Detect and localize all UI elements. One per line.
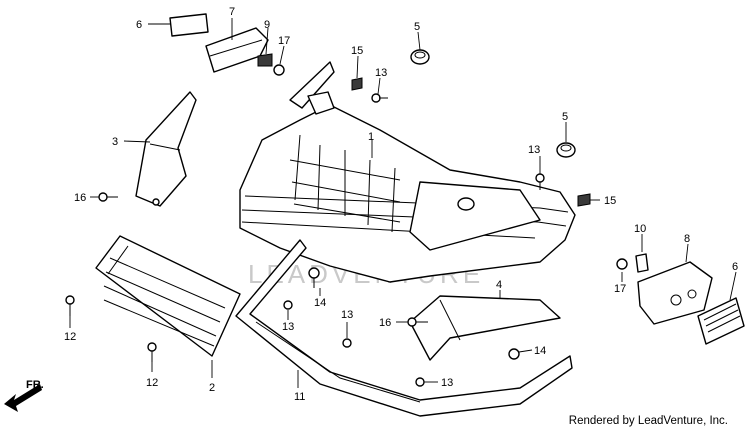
part-8-light-housing[interactable] [637,261,713,325]
footer-credit: Rendered by LeadVenture, Inc. [568,415,728,427]
callout-12-bottom: 12 [146,377,158,389]
callout-13-top: 13 [375,67,387,79]
callout-13-mid: 13 [341,309,353,321]
callout-12-left: 12 [64,331,76,343]
part-9-clip[interactable] [257,53,273,67]
callout-labels: 6 7 9 17 5 15 13 3 1 5 13 15 16 10 8 6 1… [64,6,738,403]
part-5-grommet-top[interactable] [410,49,430,65]
leader-lines [69,18,737,388]
callout-17-top: 17 [278,35,290,47]
bolt-16-b[interactable] [407,317,428,327]
callout-6-right: 6 [732,261,738,273]
bolt-16-a[interactable] [98,192,118,202]
bolt-12-a[interactable] [65,295,75,316]
part-6-lens-top[interactable] [169,13,209,37]
callout-5-top: 5 [414,21,420,33]
part-2-side-grille[interactable] [95,235,241,357]
callout-4: 4 [496,279,502,291]
callout-13-bottom: 13 [441,377,453,389]
callout-16-right: 16 [379,317,391,329]
callout-13-right: 13 [528,144,540,156]
bolt-12-b[interactable] [147,342,157,362]
bolt-13-c[interactable] [283,300,293,310]
part-7-light-housing[interactable] [205,27,269,73]
callout-7: 7 [229,6,235,18]
bolt-13-b[interactable] [535,173,545,190]
callout-1: 1 [368,131,374,143]
bolt-13-e[interactable] [415,377,425,387]
callout-17-right: 17 [614,283,626,295]
part-6-lens-right[interactable] [697,297,745,345]
part-11-lower-strip[interactable] [235,239,573,417]
callout-10: 10 [634,223,646,235]
callout-5-right: 5 [562,111,568,123]
part-10-bracket[interactable] [635,253,649,273]
callout-16-left: 16 [74,192,86,204]
bolt-14-b[interactable] [508,348,520,360]
direction-label: FR. [26,379,44,391]
bolt-13-a[interactable] [371,93,388,103]
callout-2: 2 [209,382,215,394]
callout-14-left: 14 [314,297,326,309]
part-5-grommet-right[interactable] [556,142,576,158]
bolt-13-d[interactable] [342,338,352,348]
callout-11: 11 [294,391,305,403]
callout-9: 9 [264,19,270,31]
callout-3: 3 [112,136,118,148]
part-4-side-bracket[interactable] [409,295,561,361]
part-1-bumper-face[interactable] [239,61,576,283]
callout-15-right: 15 [604,195,616,207]
callout-8: 8 [684,233,690,245]
callout-15-top: 15 [351,45,363,57]
front-direction-indicator: FR. [4,379,44,412]
callout-6-top: 6 [136,19,142,31]
front-arrow-icon [4,384,42,412]
part-15-clip-top[interactable] [351,77,363,91]
bolt-14-a[interactable] [308,267,320,288]
part-3-side-bracket[interactable] [135,91,197,207]
part-15-clip-right[interactable] [577,193,591,207]
part-17-nut-top[interactable] [273,64,285,76]
callout-14-right: 14 [534,345,546,357]
part-17-nut-right[interactable] [616,258,628,270]
callout-13-left: 13 [282,321,294,333]
